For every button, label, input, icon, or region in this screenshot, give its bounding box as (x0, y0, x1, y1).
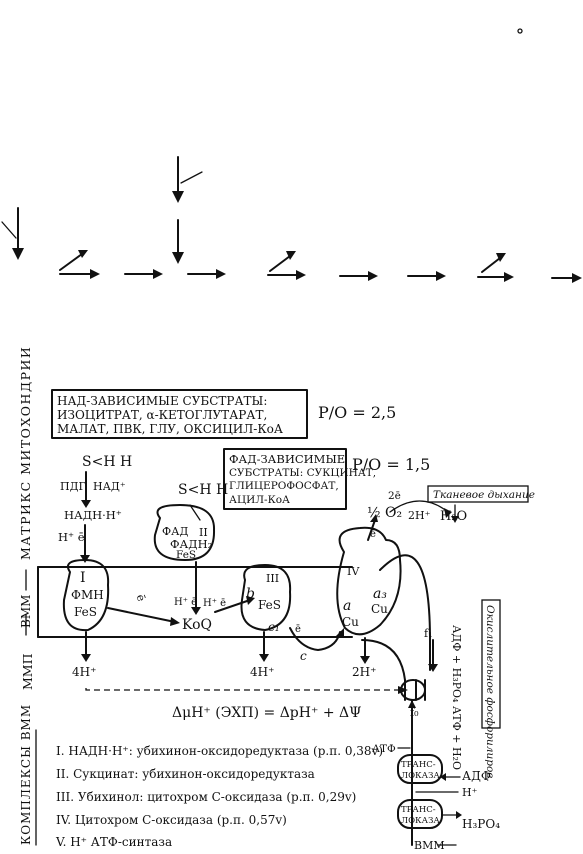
complex-4-shape (336, 526, 402, 636)
h3po4-label: H₃PO₄ (462, 817, 500, 831)
complex-list-2: II. Сукцинат: убихинон-оксидоредуктаза (56, 767, 315, 781)
atp-synth-side: АДФ + Н₃РО₄ АТФ + Н₂О (450, 625, 463, 770)
nadh-label: НАДН·Н⁺ (64, 508, 122, 522)
oxphos-label: Окислительное фосфорилиров. (484, 605, 496, 782)
e-2e: 2ē (388, 490, 401, 502)
complex-4-a3: a₃ (373, 586, 387, 602)
sh2-left: S<H H (82, 454, 132, 470)
fad-enzyme: ФАД (162, 525, 188, 538)
fad-substrates-box (223, 448, 347, 510)
f0-label: f₀ (410, 706, 419, 719)
tissue-resp-label: Тканевое дыхание (433, 489, 535, 501)
tissue-resp-box (427, 485, 529, 503)
fad-box-line-2: СУБСТРАТЫ: СУКЦИНАТ, (229, 467, 376, 479)
nad-box-line-2: ИЗОЦИТРАТ, α-КЕТОГЛУТАРАТ, (57, 408, 267, 422)
complex-3-shape (240, 564, 292, 631)
complex-2-shape (153, 504, 216, 561)
ratio-nad: P/O = 2,5 (318, 403, 396, 422)
complex-1-roman: I (80, 570, 86, 586)
region-vmm-label: ВММ (19, 595, 33, 628)
complex-3-b: b (246, 586, 255, 602)
complex-list-3: III. Убихинол: цитохром С-оксидаза (р.п.… (56, 790, 356, 804)
oxphos-box (481, 599, 501, 729)
complex-list-1: I. НАДН·Н⁺: убихинон-оксидоредуктаза (р.… (56, 744, 383, 758)
complex-4-a: a (343, 598, 351, 614)
complex-1-shape (62, 559, 110, 632)
h-e-1: H⁺ ē (58, 530, 85, 544)
complex-3-fes: FeS (258, 598, 281, 612)
translocase-1-label-a: ТРАНС- (401, 760, 436, 770)
pdg-label: ПДГ (60, 480, 86, 493)
cyt-c: c (300, 649, 307, 663)
translocase-2-label-b: ЛОКАЗА (401, 816, 440, 826)
e-1: ē (134, 593, 148, 604)
h2-complex4: 2H⁺ (352, 665, 376, 679)
nad-box-line-3: МАЛАТ, ПВК, ГЛУ, ОКСИЦИЛ-КоА (57, 422, 283, 436)
translocase-1-label-b: ЛОКАЗА (401, 771, 440, 781)
koq-label: KoQ (182, 617, 212, 633)
e-4: ē (370, 529, 376, 540)
fad-box-line-1: ФАД-ЗАВИСИМЫЕ (229, 452, 345, 466)
f1-label: f₁ (424, 627, 432, 640)
complex-1-fmn: ФМН (71, 588, 104, 602)
complex-2-roman: II (199, 526, 208, 539)
complex-4-cu-2: Cu (371, 602, 388, 616)
complex-4-cu-1: Cu (342, 615, 359, 629)
nad-plus-label: НАД⁺ (93, 480, 126, 493)
nad-box-line-1: НАД-ЗАВИСИМЫЕ СУБСТРАТЫ: (57, 394, 267, 408)
h2-plus: 2H⁺ (408, 509, 431, 522)
he-koq: H⁺ ē (174, 597, 197, 608)
atf-label: АТФ (372, 743, 396, 755)
translocase-1 (397, 754, 443, 784)
complex-3-c1: c₁ (268, 620, 280, 634)
he-koq-2: H⁺ ē (203, 598, 226, 609)
h4-complex3: 4H⁺ (250, 665, 274, 679)
adf-label: АДФ (462, 769, 491, 783)
h2o-label: H₂O (440, 509, 467, 524)
region-mmp-label: ММП (20, 653, 35, 690)
complex-1-fes: FeS (74, 605, 97, 619)
region-complexes-label: КОМПЛЕКСЫ ВММ (19, 704, 33, 845)
complex-3-roman: III (266, 572, 279, 585)
translocase-2 (397, 799, 443, 829)
sh2-mid: S<H H (178, 482, 228, 498)
e-c: ē (295, 624, 301, 635)
fadh2: ФАДН₂ (170, 537, 212, 551)
h-plus-out: H⁺ (462, 786, 478, 799)
nad-substrates-box (51, 389, 308, 439)
region-matrix-label: МАТРИКС МИТОХОНДРИИ (18, 346, 33, 560)
ratio-fad: P/O = 1,5 (352, 455, 430, 474)
fes-2: FeS (176, 549, 196, 561)
fad-box-line-3: ГЛИЦЕРОФОСФАТ, (229, 480, 339, 492)
complex-list-5: V. H⁺ АТФ-синтаза (55, 835, 172, 849)
complex-list-4: IV. Цитохром С-оксидаза (р.п. 0,57v) (56, 813, 287, 827)
top-arrows (1, 28, 582, 283)
gradient-equation: ΔμH⁺ (ЭХП) = ΔpH⁺ + ΔΨ (172, 705, 361, 721)
vmm-bottom: ВММ (414, 839, 445, 852)
complex-4-roman: IV (347, 565, 360, 578)
fad-box-line-4: АЦИЛ-КоА (229, 494, 290, 506)
translocase-2-label-a: ТРАНС- (401, 805, 436, 815)
h4-complex1: 4H⁺ (72, 665, 96, 679)
